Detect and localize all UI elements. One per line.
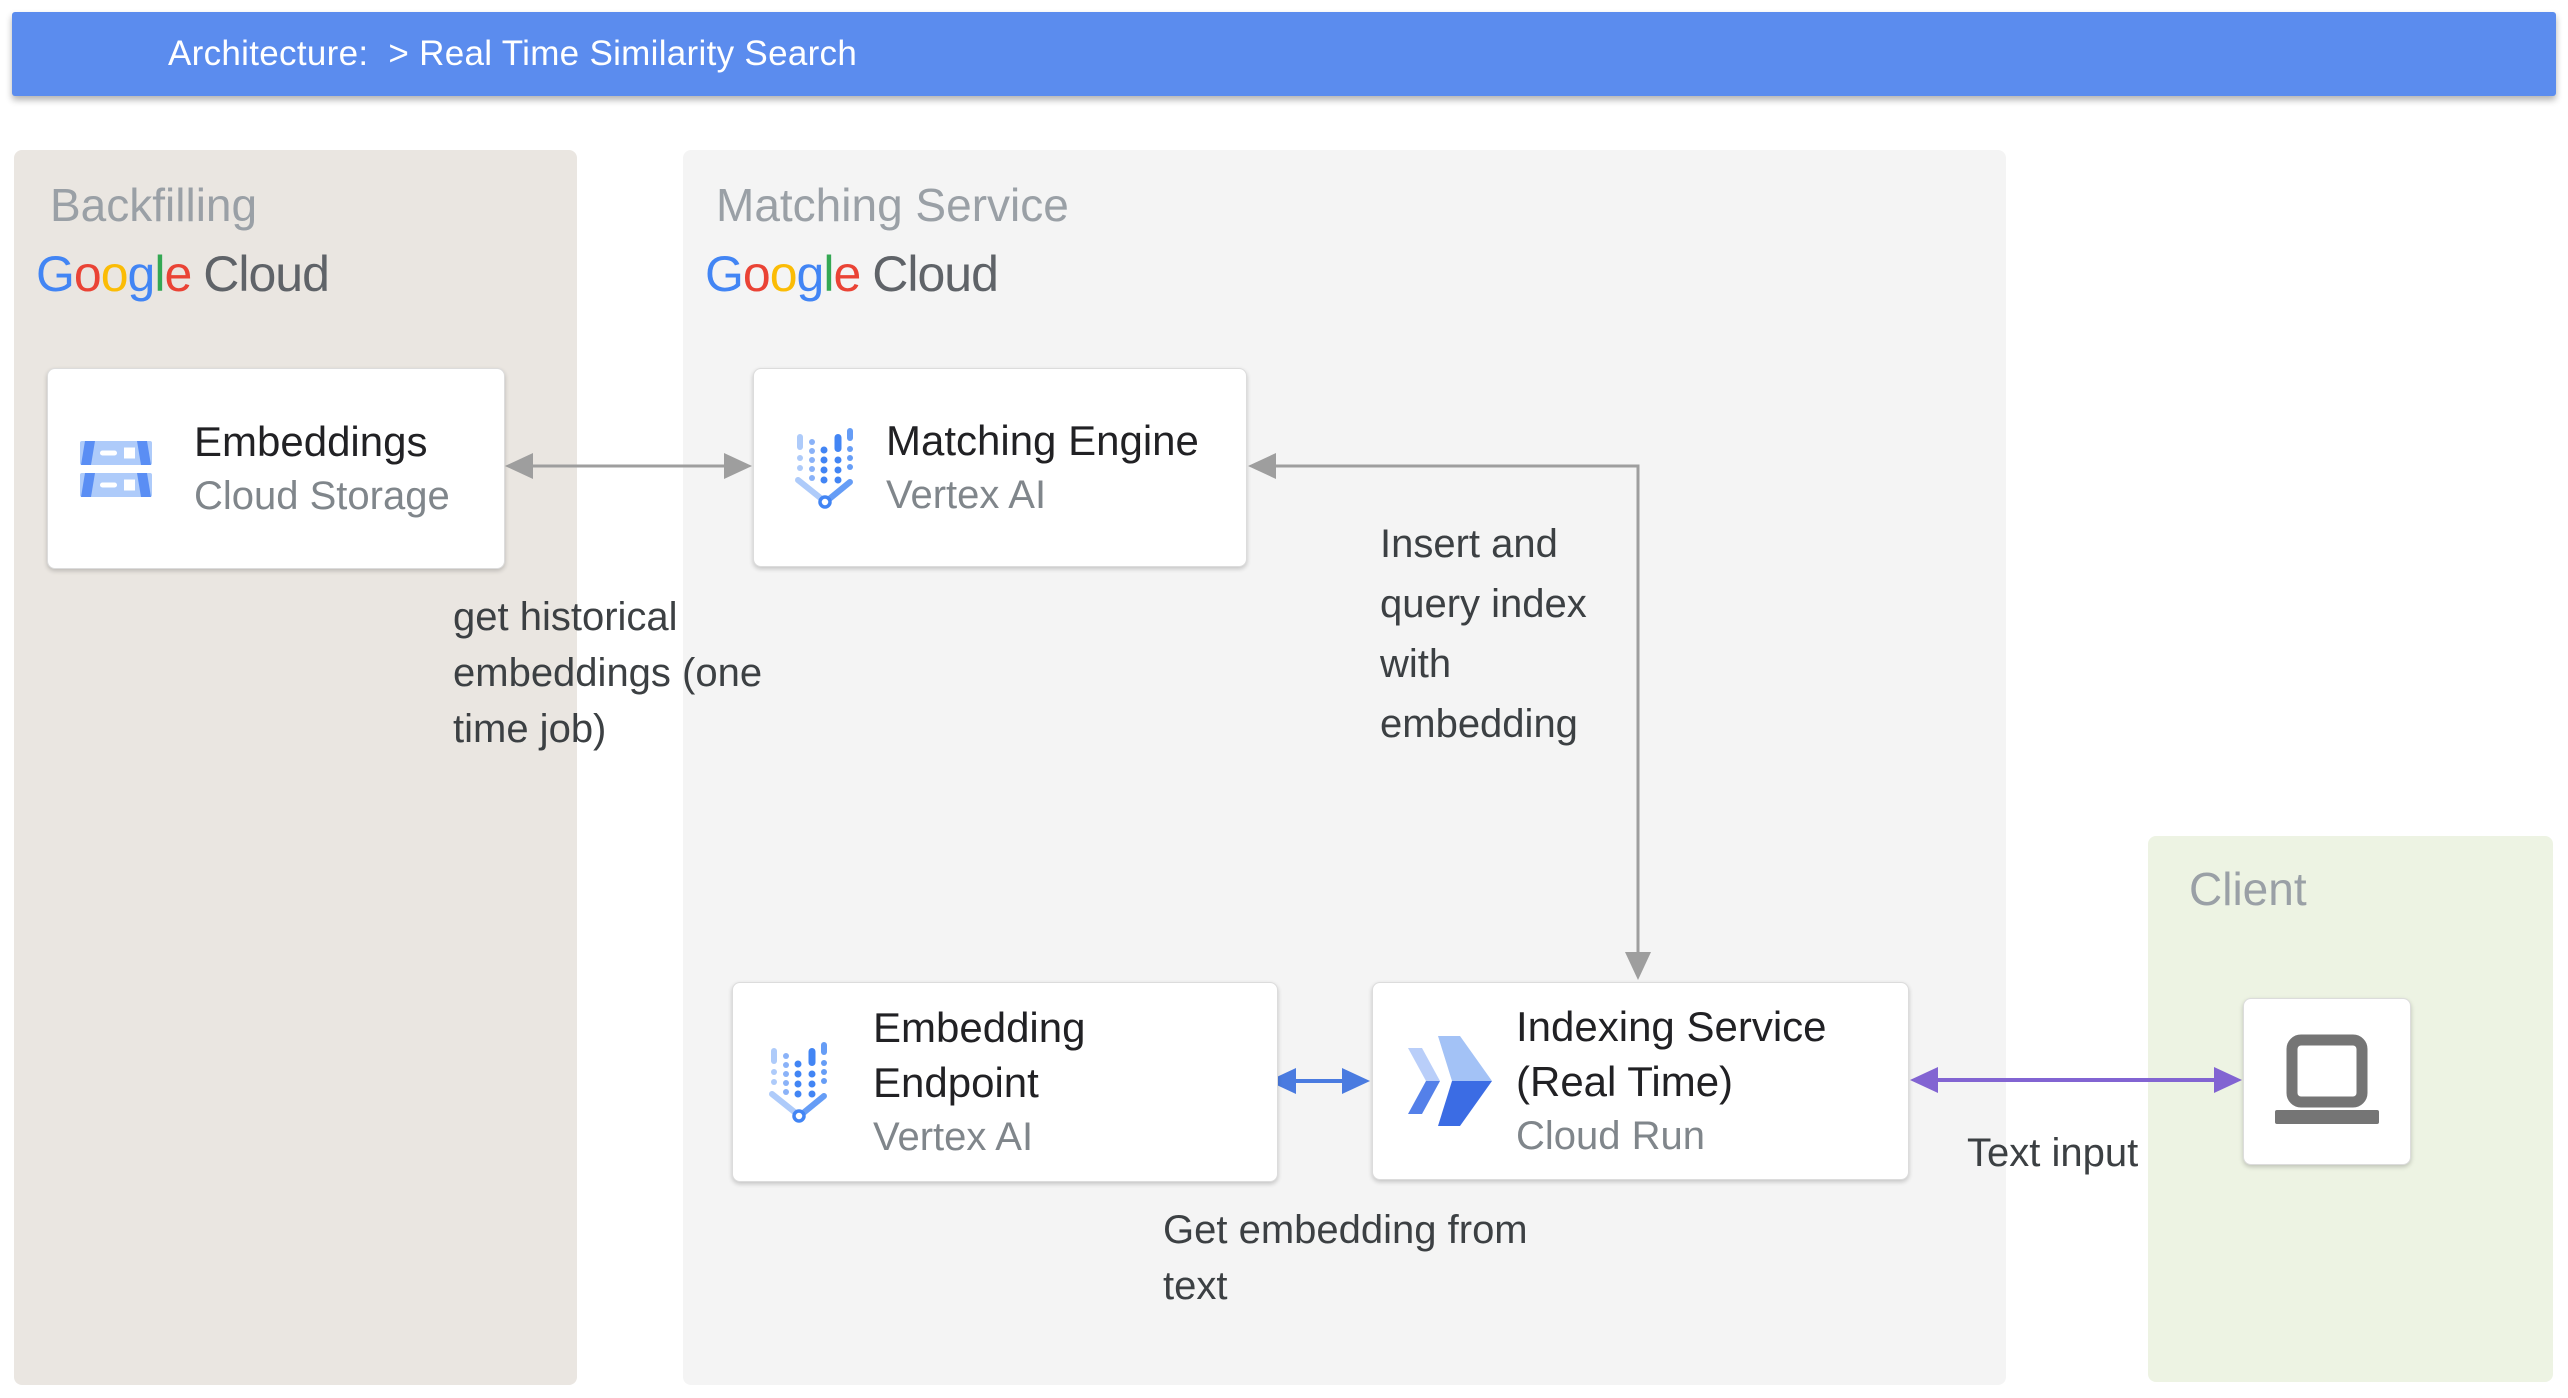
google-letter: g: [796, 246, 825, 302]
google-letter: l: [154, 246, 165, 302]
node-indexing-service: Indexing Service (Real Time) Cloud Run: [1372, 982, 1909, 1180]
node-title: Endpoint: [873, 1058, 1039, 1106]
google-letter: G: [705, 246, 744, 302]
google-letter: o: [73, 246, 102, 302]
group-client-label: Client: [2189, 863, 2307, 915]
google-letter: e: [833, 246, 861, 302]
node-title: Embeddings: [194, 417, 428, 465]
google-letter: o: [742, 246, 771, 302]
google-letter: e: [164, 246, 192, 302]
edge-label-backfill: get historical embeddings (one time job): [453, 589, 762, 757]
google-letter: o: [100, 246, 129, 302]
edge-label-line: Get embedding from: [1163, 1208, 1528, 1252]
edge-label-line: embedding: [1380, 702, 1578, 746]
edge-label-line: embeddings (one: [453, 651, 763, 695]
node-embeddings-cloud-storage: Embeddings Cloud Storage: [47, 368, 505, 569]
edge-label-insert-query: Insert and query index with embedding: [1380, 514, 1587, 754]
google-letter: o: [769, 246, 798, 302]
group-matching-service-label: Matching Service: [716, 179, 1069, 231]
node-title: Matching Engine: [886, 416, 1199, 464]
node-client-device: [2243, 998, 2411, 1165]
cloud-storage-icon: [80, 440, 152, 497]
node-title: Indexing Service: [1516, 1002, 1827, 1050]
edge-label-line: get historical: [453, 595, 678, 639]
node-subtitle: Vertex AI: [886, 472, 1047, 517]
node-subtitle: Cloud Run: [1516, 1113, 1706, 1158]
edge-label-line: Text input: [1967, 1131, 2139, 1175]
edge-label-line: with: [1380, 642, 1452, 686]
cloud-wordmark: Cloud: [872, 246, 999, 302]
laptop-icon: [2275, 1034, 2379, 1124]
google-letter: l: [823, 246, 834, 302]
node-title: (Real Time): [1516, 1057, 1734, 1105]
node-title: Embedding: [873, 1003, 1086, 1051]
edge-label-line: query index: [1380, 582, 1587, 626]
node-embedding-endpoint: Embedding Endpoint Vertex AI: [732, 982, 1278, 1182]
edge-label-line: text: [1163, 1264, 1228, 1308]
cloud-wordmark: Cloud: [203, 246, 330, 302]
edge-label-line: time job): [453, 707, 607, 751]
vertex-ai-icon: [769, 1042, 827, 1123]
page-title: Architecture: > Real Time Similarity Sea…: [168, 34, 858, 73]
edge-label-line: Insert and: [1380, 522, 1558, 566]
cloud-run-icon: [1408, 1036, 1492, 1126]
node-matching-engine: Matching Engine Vertex AI: [753, 368, 1247, 567]
edge-label-text-input: Text input: [1967, 1125, 2138, 1181]
group-backfilling-label: Backfilling: [50, 179, 258, 231]
header-bar: Architecture: > Real Time Similarity Sea…: [12, 12, 2556, 96]
node-subtitle: Cloud Storage: [194, 473, 450, 518]
google-letter: g: [127, 246, 156, 302]
google-letter: G: [36, 246, 75, 302]
vertex-ai-icon: [795, 427, 853, 509]
edge-label-get-embedding: Get embedding from text: [1163, 1202, 1528, 1314]
node-subtitle: Vertex AI: [873, 1114, 1034, 1159]
